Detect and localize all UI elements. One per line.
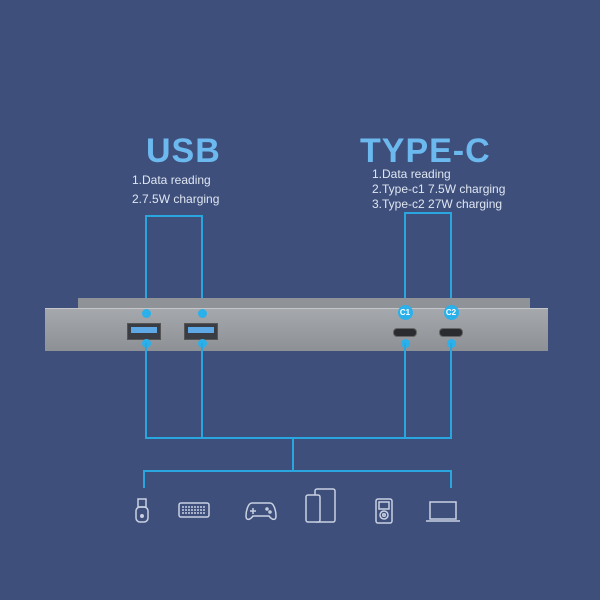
- connector-line: [201, 343, 203, 438]
- phone-tablet-icon: [305, 488, 336, 523]
- connector-line: [145, 215, 147, 313]
- usb-drive-icon: [135, 498, 149, 523]
- usb-title: USB: [146, 132, 221, 170]
- typec-title: TYPE-C: [360, 132, 491, 170]
- mp3-player-icon: [375, 498, 393, 524]
- connector-line: [450, 470, 452, 488]
- port-marker: [141, 308, 151, 318]
- usb-features: 1.Data reading 2.7.5W charging: [132, 173, 219, 207]
- connector-line: [143, 470, 145, 488]
- usb-feature: 1.Data reading: [132, 173, 211, 187]
- typec-port-1: [393, 328, 417, 337]
- usb-feature: 2.7.5W charging: [132, 192, 220, 206]
- hub-body: [45, 308, 548, 351]
- keyboard-icon: [178, 502, 210, 518]
- typec-feature: 3.Type-c2 27W charging: [372, 197, 503, 211]
- usb-port-1: [127, 323, 161, 340]
- connector-line: [404, 212, 406, 312]
- connector-line: [450, 212, 452, 312]
- typec-features: 1.Data reading 2.Type-c1 7.5W charging 3…: [372, 167, 505, 212]
- gamepad-icon: [245, 502, 277, 521]
- c1-badge: C1: [397, 304, 413, 320]
- connector-line: [201, 215, 203, 313]
- connector-line: [404, 343, 406, 438]
- laptop-icon: [426, 501, 460, 522]
- connector-line: [450, 343, 452, 438]
- connector-line: [145, 437, 452, 439]
- usb-port-2: [184, 323, 218, 340]
- c2-badge: C2: [443, 304, 459, 320]
- connector-line: [292, 437, 294, 471]
- connector-line: [145, 343, 147, 438]
- port-marker: [197, 308, 207, 318]
- connector-line: [145, 215, 203, 217]
- typec-port-2: [439, 328, 463, 337]
- hub-top-lip: [78, 298, 530, 310]
- typec-feature: 2.Type-c1 7.5W charging: [372, 182, 506, 196]
- connector-line: [404, 212, 452, 214]
- connector-line: [143, 470, 452, 472]
- typec-feature: 1.Data reading: [372, 167, 451, 181]
